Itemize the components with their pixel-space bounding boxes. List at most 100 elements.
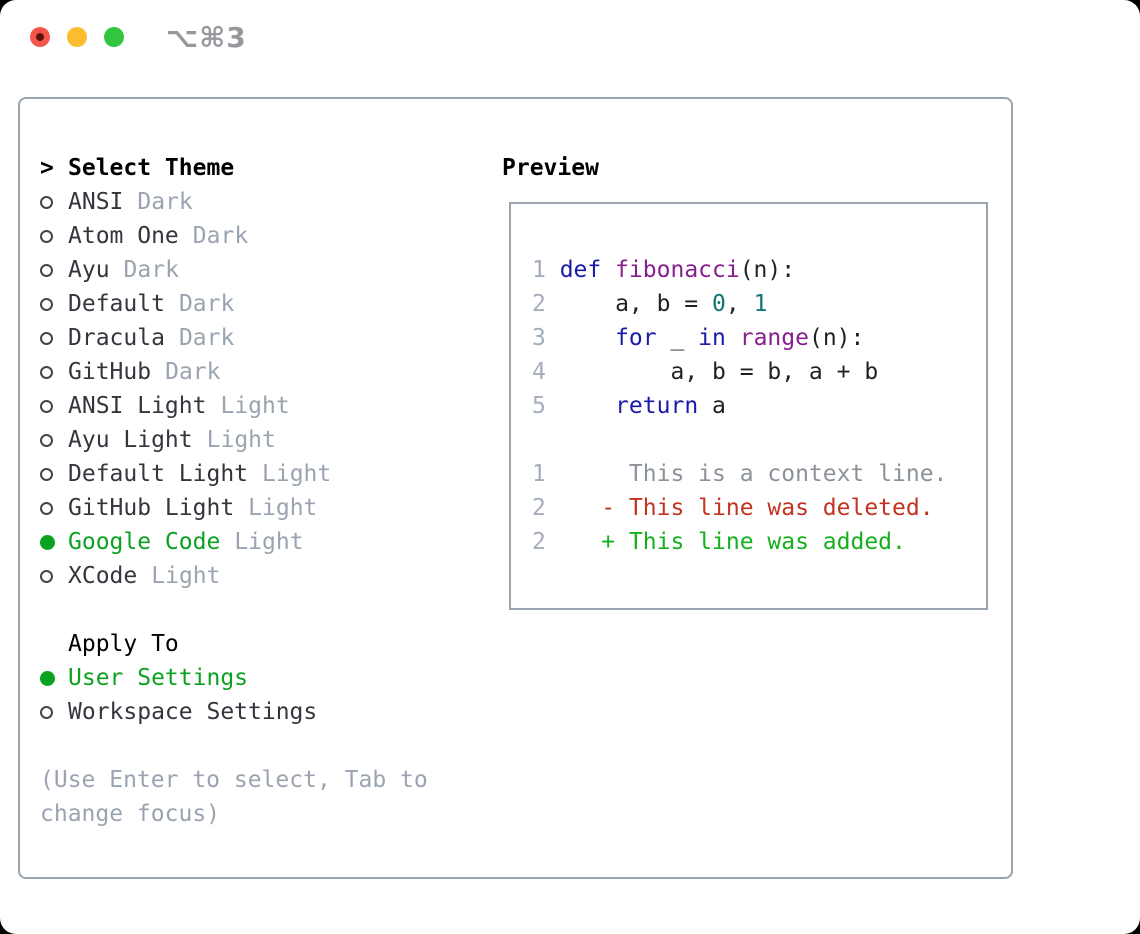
theme-variant: Light [206,427,276,453]
radio-cell [40,705,68,719]
theme-list-title: Select Theme [68,155,235,181]
theme-item-github[interactable]: GitHub Dark [40,355,490,389]
line-number: 1 [532,257,546,283]
preview-line-5: 5 return a [532,389,982,423]
hint-text: (Use Enter to select, Tab to [40,767,428,793]
radio-unselected-icon [40,297,53,311]
radio-unselected-icon [40,331,53,345]
code-token-number: 0 [712,291,726,317]
line-number: 2 [532,529,546,555]
code-token-added: + This line was added. [559,529,906,555]
hint-text: change focus) [40,801,221,827]
code-token-plain: a, b = b, a + b [559,359,879,385]
preview-line-3: 3 for _ in range(n): [532,321,982,355]
preview-line-7: 1 This is a context line. [532,457,982,491]
theme-name: Dracula [68,325,165,351]
code-token-plain: (n): [739,257,796,283]
theme-variant: Light [248,495,318,521]
theme-item-xcode[interactable]: XCode Light [40,559,490,593]
code-token-deleted: - This line was deleted. [559,495,934,521]
theme-variant: Light [151,563,221,589]
focus-caret-icon: > [40,155,54,181]
apply-option-workspace-settings[interactable]: Workspace Settings [40,695,490,729]
code-token-plain [726,325,740,351]
spacer-row [40,593,490,627]
close-button[interactable] [30,27,50,47]
code-token-plain: a [698,393,726,419]
radio-cell [40,501,68,515]
preview-blank-line [532,423,982,457]
apply-option-user-settings[interactable]: User Settings [40,661,490,695]
theme-item-ansi[interactable]: ANSI Dark [40,185,490,219]
code-token-plain: a, b = [559,291,713,317]
code-token-title: range [739,325,809,351]
titlebar: ⌥⌘3 [0,0,1140,70]
theme-variant: Dark [165,359,221,385]
theme-variant: Light [220,393,290,419]
zoom-button[interactable] [104,27,124,47]
preview-line-4: 4 a, b = b, a + b [532,355,982,389]
preview-line-2: 2 a, b = 0, 1 [532,287,982,321]
apply-to-header: Apply To [40,627,490,661]
theme-name: Ayu [68,257,110,283]
code-token-context: This is a context line. [559,461,948,487]
theme-variant: Dark [178,291,235,317]
preview-line-8: 2 - This line was deleted. [532,491,982,525]
radio-cell [40,467,68,481]
theme-variant: Dark [192,223,249,249]
theme-variant: Dark [137,189,193,215]
radio-cell [40,331,68,345]
code-token-plain: , [725,291,754,317]
apply-to-title: Apply To [68,631,179,657]
theme-list-header: > Select Theme [40,151,490,185]
radio-unselected-icon [40,229,53,243]
theme-variant: Light [234,529,304,555]
radio-cell [40,229,68,243]
code-token-number: 1 [753,291,768,317]
minimize-button[interactable] [67,27,87,47]
preview-heading: Preview [502,155,599,181]
apply-option-label: User Settings [68,665,249,691]
radio-unselected-icon [40,399,53,413]
apply-option-label: Workspace Settings [68,699,318,725]
line-number: 2 [532,291,546,317]
radio-cell [40,433,68,447]
theme-name: GitHub [68,359,152,385]
radio-selected-icon [40,534,55,550]
code-token-keyword: return [615,393,699,419]
theme-name: Default [68,291,165,317]
radio-cell [40,297,68,311]
radio-unselected-icon [40,501,53,515]
radio-unselected-icon [40,263,53,277]
close-modified-dot-icon [36,33,44,41]
theme-name: ANSI [68,189,124,215]
radio-cell [40,263,68,277]
preview-line-9: 2 + This line was added. [532,525,982,559]
theme-item-default[interactable]: Default Dark [40,287,490,321]
radio-unselected-icon [40,195,53,209]
code-token-plain: (n): [808,325,865,351]
preview-line-1: 1 def fibonacci(n): [532,253,982,287]
theme-variant: Dark [123,257,179,283]
radio-cell [40,365,68,379]
theme-name: Default Light [68,461,249,487]
code-token-keyword: def [559,257,616,283]
theme-name: XCode [68,563,138,589]
theme-item-ayu[interactable]: Ayu Dark [40,253,490,287]
radio-cell [40,670,68,686]
radio-unselected-icon [40,433,53,447]
code-token-plain [560,325,615,351]
code-token-title: fibonacci [615,257,740,283]
radio-cell [40,569,68,583]
